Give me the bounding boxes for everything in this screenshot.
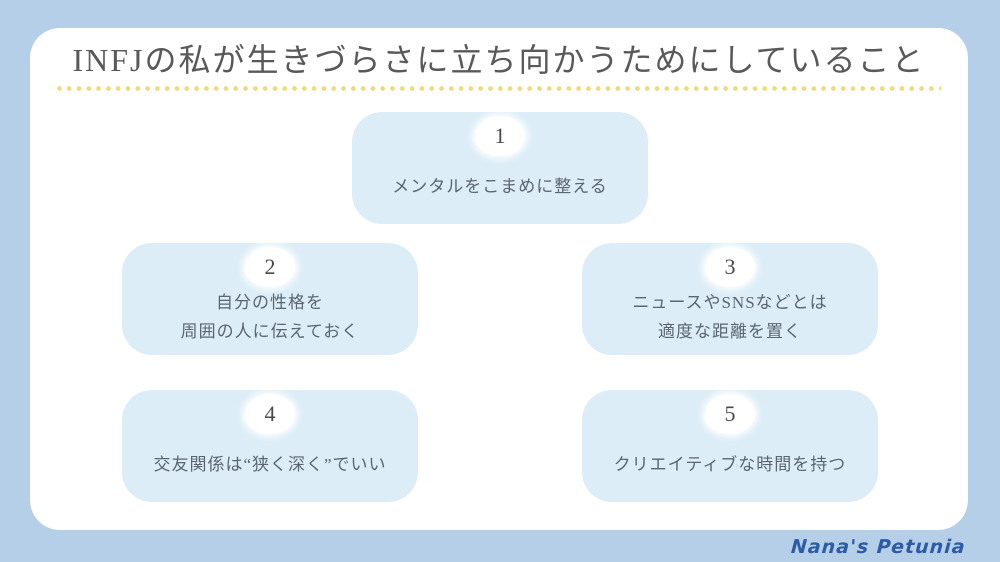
content-panel: INFJの私が生きづらさに立ち向かうためにしていること 1 メンタルをこまめに整… [30,28,968,530]
card-number: 1 [494,123,506,148]
card-body: クリエイティブな時間を持つ [614,434,847,502]
dotted-divider [57,85,941,92]
number-badge: 3 [705,247,755,287]
tip-card-3: 3 ニュースやSNSなどとは 適度な距離を置く [582,243,878,355]
number-badge: 4 [245,394,295,434]
card-text-line: 適度な距離を置く [658,322,802,341]
tip-card-2: 2 自分の性格を 周囲の人に伝えておく [122,243,418,355]
card-text-line: 周囲の人に伝えておく [180,322,360,341]
number-badge: 2 [245,247,295,287]
number-badge: 1 [475,116,525,156]
card-number: 5 [724,401,736,426]
tip-card-4: 4 交友関係は“狭く深く”でいい [122,390,418,502]
card-number: 4 [264,401,276,426]
number-badge: 5 [705,394,755,434]
card-text-line: クリエイティブな時間を持つ [613,454,847,474]
card-text-line: 交友関係は“狭く深く”でいい [153,454,387,474]
tip-card-1: 1 メンタルをこまめに整える [352,112,648,224]
page-title: INFJの私が生きづらさに立ち向かうためにしていること [72,42,926,78]
card-text-line: メンタルをこまめに整える [392,176,608,196]
author-signature: Nana's Petunia [790,536,967,558]
card-text-line: ニュースやSNSなどとは [632,293,828,312]
card-body: 交友関係は“狭く深く”でいい [153,434,386,502]
card-text-line: 自分の性格を [215,293,324,312]
card-number: 3 [724,254,736,279]
card-body: メンタルをこまめに整える [392,156,608,224]
card-body: 自分の性格を 周囲の人に伝えておく [181,287,360,355]
card-number: 2 [264,254,276,279]
tip-card-5: 5 クリエイティブな時間を持つ [582,390,878,502]
card-body: ニュースやSNSなどとは 適度な距離を置く [632,287,827,355]
